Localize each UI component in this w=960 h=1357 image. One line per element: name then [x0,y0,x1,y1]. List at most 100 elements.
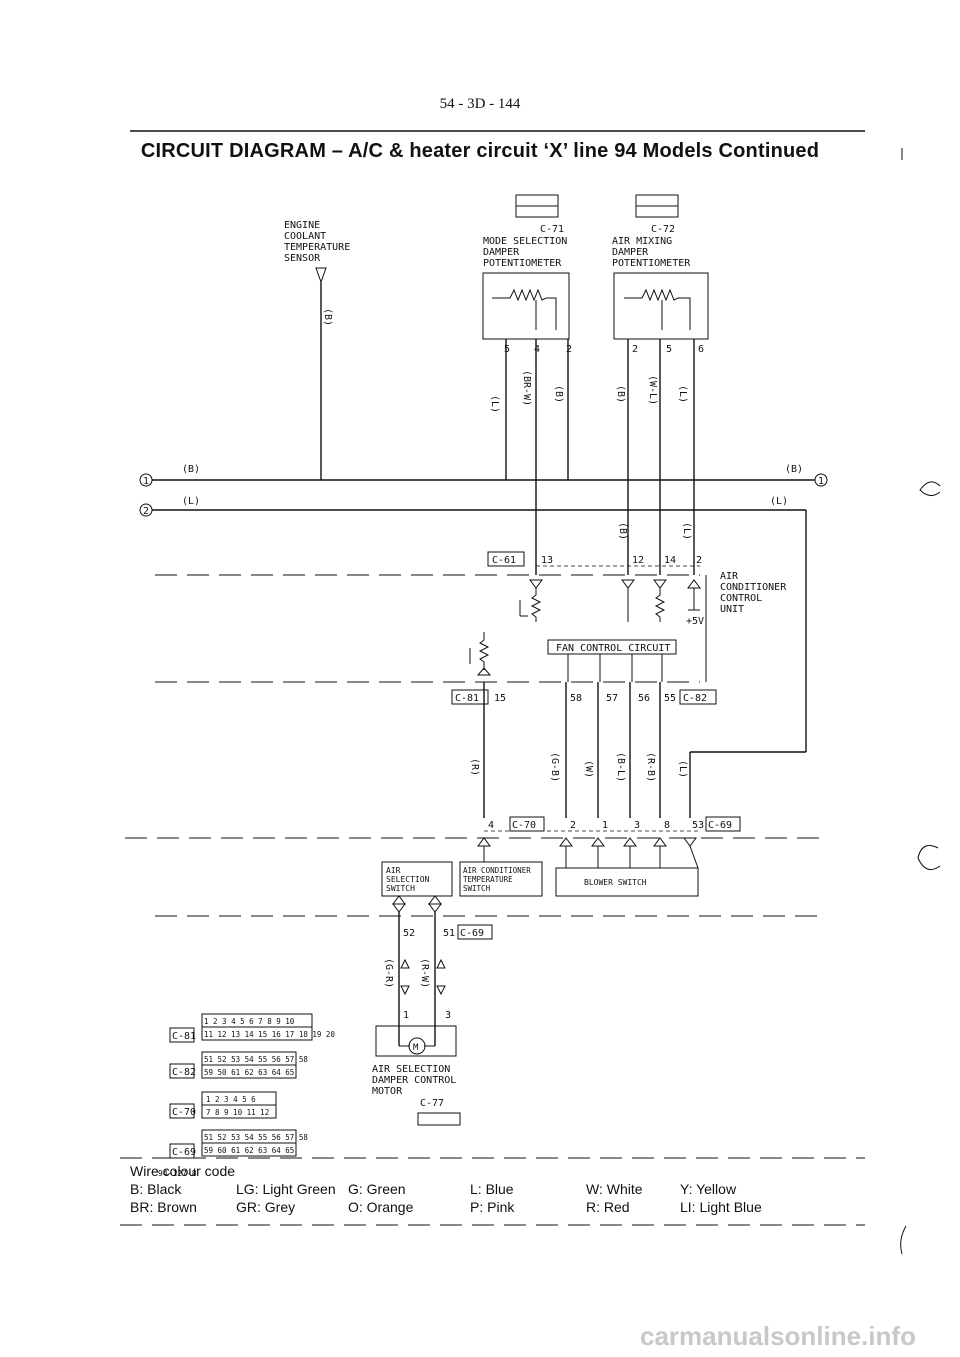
c69-pin-52: 52 [403,928,415,939]
ac-temp-switch-label-2: TEMPERATURE [463,875,513,884]
c69-lower-tag-icon [457,924,493,940]
key-c69-row-1: 51 52 53 54 55 56 57 58 [204,1133,308,1142]
c70-pin-2: 2 [570,820,576,831]
c71-pin-3: 2 [566,344,572,355]
sensor-terminal-icon [315,267,327,284]
c72-wire-2: (W-L) [647,375,658,405]
legend-entry-gr: GR: Grey [236,1199,295,1215]
c81-c82-connectors: C-81 15 58 57 56 55 C-82 (R) (G-B) (W) (… [451,682,717,818]
legend-entry-li: LI: Light Blue [680,1199,762,1215]
key-c69-row-2: 59 60 61 62 63 64 65 [204,1146,294,1155]
key-c70-id: C-70 [172,1107,196,1118]
c82-wire-3: (B-L) [615,752,626,782]
plus-5v-label: +5V [686,616,704,627]
sensor-label-3: TEMPERATURE [284,242,350,253]
bus-2-number: 2 [143,506,149,517]
c71-pin-2: 4 [534,344,540,355]
c72-resistor-icon [624,288,691,330]
c82-pin-56: 56 [638,693,650,704]
c61-wire-1: (B) [617,522,628,540]
key-c69-tag-icon [169,1143,195,1159]
legend-entry-p: P: Pink [470,1199,515,1215]
c71-wire-1: (L) [489,395,500,413]
air-selection-switch-label-1: AIR [386,866,401,875]
c71-name-2: DAMPER [483,247,520,258]
c72-name-3: POTENTIOMETER [612,258,691,269]
bus-l-label: (L) [182,496,200,507]
blower-switch: BLOWER SWITCH [555,867,699,897]
bus-1-number: 1 [143,476,149,487]
key-c70-tag-icon [169,1103,195,1119]
engine-coolant-sensor: ENGINE COOLANT TEMPERATURE SENSOR (B) [284,220,350,480]
legend-entry-o: O: Orange [348,1199,414,1215]
bus-b-label-right: (B) [785,464,803,475]
legend-entry-b: B: Black [130,1181,182,1197]
output-triangle-icon [687,579,701,589]
c71-pin-1: 5 [504,344,510,355]
motor-box [375,1025,457,1057]
ac-unit-label-2: CONDITIONER [720,582,787,593]
key-c82-id: C-82 [172,1067,196,1078]
motor-pin-3: 3 [445,1010,451,1021]
key-c82-row-2: 59 50 61 62 63 64 65 [204,1068,294,1077]
sensor-label-1: ENGINE [284,220,320,231]
bus-b-label: (B) [182,464,200,475]
key-c82-tag-icon [169,1063,195,1079]
c69-wire-1: (G-R) [383,958,394,988]
margin-marks [900,148,941,1255]
c69-tag-icon [705,816,741,832]
c61-connector: (B) (L) C-61 13 12 14 2 [487,510,702,575]
c70-pin-8: 8 [664,820,670,831]
c61-id: C-61 [492,555,516,566]
c61-tag-icon [487,551,525,567]
wire-colour-legend: Wire colour code B: Black LG: Light Gree… [130,1163,762,1215]
air-selection-switch-box [381,861,453,897]
switch-panel-triangles [477,837,699,869]
legend-entry-l: L: Blue [470,1181,514,1197]
c82-wire-4: (R-B) [645,752,656,782]
c61-pin-14: 14 [664,555,676,566]
c72-name-2: DAMPER [612,247,649,258]
c61-pin-2: 2 [696,555,702,566]
motor-connector-icon [417,1112,461,1126]
c82-pin-58: 58 [570,693,582,704]
c69-lower-id: C-69 [460,928,484,939]
c81-id: C-81 [455,693,479,704]
pulldown-resistor-icon [530,588,542,622]
motor-name-2: DAMPER CONTROL [372,1075,456,1086]
c72-wire-1: (B) [615,385,626,403]
c82-wire-5: (L) [677,760,688,778]
air-selection-switch: AIR SELECTION SWITCH [381,861,453,897]
blower-switch-label: BLOWER SWITCH [584,878,647,887]
key-c81-row-2: 11 12 13 14 15 16 17 18 19 20 [204,1030,335,1039]
ac-unit-label-4: UNIT [720,604,744,615]
key-c81-id: C-81 [172,1031,196,1042]
input-triangle-icon [529,579,543,589]
key-c82-row-1: 51 52 53 54 55 56 57 58 [204,1055,308,1064]
key-c81-row-1: 1 2 3 4 5 6 7 8 9 10 [204,1017,295,1026]
air-selection-outputs [392,895,442,913]
key-c70-row-1: 1 2 3 4 5 6 [206,1095,256,1104]
c82-pin-57: 57 [606,693,618,704]
legend-entry-w: W: White [586,1181,643,1197]
bus-l-label-right: (L) [770,496,788,507]
c71-name-1: MODE SELECTION [483,236,567,247]
c70-pin-3: 3 [634,820,640,831]
legend-heading: Wire colour code [130,1163,235,1179]
c71-potentiometer: C-71 MODE SELECTION DAMPER POTENTIOMETER… [482,194,572,552]
c72-id: C-72 [651,224,675,235]
c81-tag-icon [451,689,489,705]
damper-control-motor: 1 3 M AIR SELECTION DAMPER CONTROL MOTOR… [372,1010,461,1126]
c69-lower-connector: 52 51 C-69 (G-R) (R-W) [383,912,493,1046]
ac-unit-label-1: AIR [720,571,739,582]
key-c81-tag-icon [169,1027,195,1043]
legend-entry-lg: LG: Light Green [236,1181,336,1197]
fan-control-label: FAN CONTROL CIRCUIT [556,643,670,654]
page-number: 54 - 3D - 144 [439,96,521,112]
c82-pin-55: 55 [664,693,676,704]
ac-control-unit: AIR CONDITIONER CONTROL UNIT +5V FAN CON… [469,571,787,682]
signal-bus: 2 (L) (L) [139,496,807,753]
watermark: carmanualsonline.info [640,1321,916,1351]
c71-resistor-icon [492,288,557,330]
legend-entry-r: R: Red [586,1199,630,1215]
